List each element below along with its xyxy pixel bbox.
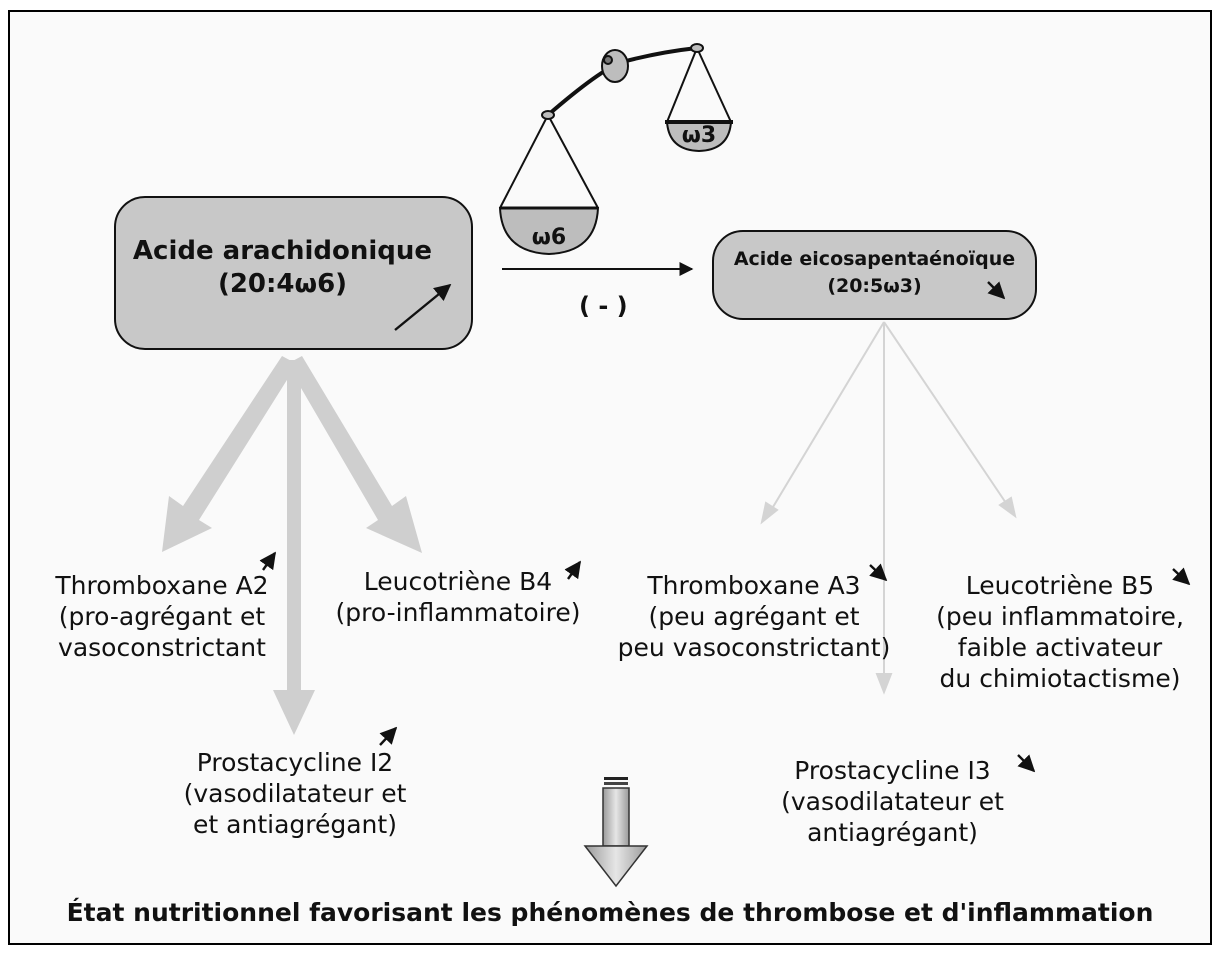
omega3-pan-label: ω3 xyxy=(681,123,717,148)
aa-increase-icon xyxy=(394,283,452,331)
pgi2-increase-icon xyxy=(379,726,398,746)
txa3-effect-1: (peu agrégant et xyxy=(648,602,860,631)
pgi2-effect-2: et antiagrégant) xyxy=(193,810,397,839)
ltb5-decrease-icon xyxy=(1172,567,1191,586)
arrow-to-ltb4 xyxy=(287,356,422,553)
conclusion-down-arrow xyxy=(583,777,649,888)
epa-name: Acide eicosapentaénoïque xyxy=(733,248,1016,270)
ltb4-name: Leucotriène B4 xyxy=(363,567,553,596)
arrow-to-txa2 xyxy=(162,356,297,552)
txa3-effect-2: peu vasoconstrictant) xyxy=(617,633,891,662)
conclusion-text: État nutritionnel favorisant les phénomè… xyxy=(66,898,1154,927)
arrow-to-pgi2 xyxy=(273,360,315,735)
pgi3-decrease-icon xyxy=(1017,754,1036,773)
txa3-decrease-icon xyxy=(869,563,888,582)
pgi3-effect-1: (vasodilatateur et xyxy=(781,787,1004,816)
aa-box-text: Acide arachidonique (20:4ω6) xyxy=(125,235,440,301)
txa2-increase-icon xyxy=(259,551,276,571)
epa-formula: (20:5ω3) xyxy=(827,275,922,297)
pgi3-name: Prostacycline I3 xyxy=(794,756,991,785)
ltb5-name: Leucotriène B5 xyxy=(965,571,1155,600)
pgi2-effect-1: (vasodilatateur et xyxy=(183,779,407,808)
balance-scale xyxy=(498,43,733,256)
balance-pivot xyxy=(601,49,629,83)
ltb4-increase-icon xyxy=(564,560,581,580)
aa-name: Acide arachidonique xyxy=(132,236,433,266)
left-pan xyxy=(498,207,600,256)
ltb4-label: Leucotriène B4 (pro-inflammatoire) xyxy=(318,566,598,628)
epa-decrease-icon xyxy=(987,281,1006,300)
txa3-label: Thromboxane A3 (peu agrégant et peu vaso… xyxy=(594,570,914,663)
txa2-effect-1: (pro-agrégant et xyxy=(58,602,266,631)
ltb5-effect-3: du chimiotactisme) xyxy=(939,664,1181,693)
ltb5-effect-1: (peu inflammatoire, xyxy=(936,602,1184,631)
aa-formula: (20:4ω6) xyxy=(217,269,348,299)
inhibition-label: ( - ) xyxy=(579,292,628,320)
ltb5-effect-2: faible activateur xyxy=(957,633,1163,662)
txa2-name: Thromboxane A2 xyxy=(55,571,269,600)
epa-box xyxy=(712,230,1037,320)
txa3-name: Thromboxane A3 xyxy=(647,571,861,600)
pgi3-effect-2: antiagrégant) xyxy=(807,818,978,847)
epa-box-text: Acide eicosapentaénoïque (20:5ω3) xyxy=(713,246,1036,300)
ltb4-effect: (pro-inflammatoire) xyxy=(335,598,581,627)
txa2-effect-2: vasoconstrictant xyxy=(58,633,266,662)
pgi2-label: Prostacycline I2 (vasodilatateur et et a… xyxy=(150,747,440,840)
omega3-pathway-arrows xyxy=(760,321,1017,695)
pgi2-name: Prostacycline I2 xyxy=(196,748,394,777)
txa2-label: Thromboxane A2 (pro-agrégant et vasocons… xyxy=(22,570,302,663)
ltb5-label: Leucotriène B5 (peu inflammatoire, faibl… xyxy=(915,570,1205,694)
omega6-pathway-arrows xyxy=(162,356,422,735)
omega6-pan-label: ω6 xyxy=(531,225,567,250)
pgi3-label: Prostacycline I3 (vasodilatateur et anti… xyxy=(760,755,1025,848)
right-pan xyxy=(665,121,733,153)
aa-box xyxy=(114,196,473,350)
indicator-arrows xyxy=(259,281,1191,773)
